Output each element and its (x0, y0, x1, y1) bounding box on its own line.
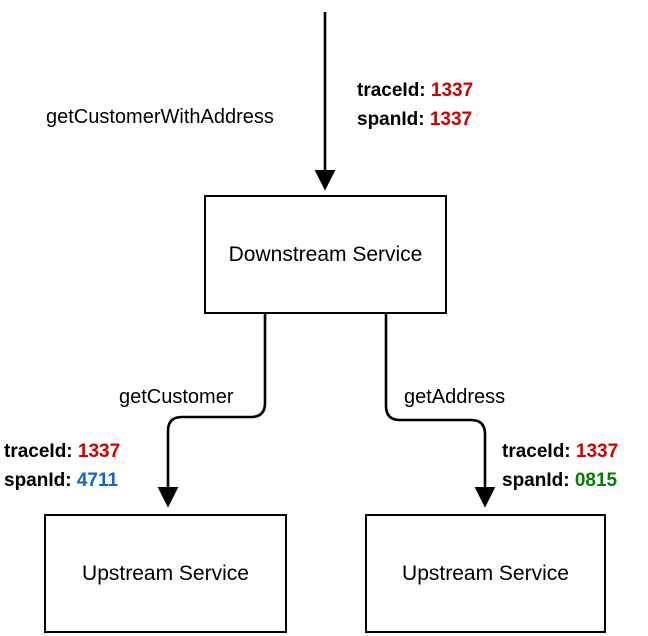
span-tag-left-span-value: 4711 (76, 470, 119, 491)
span-tag-left-trace-line: traceId: 1337 (4, 437, 120, 466)
span-tag-left-trace-key: traceId: (4, 441, 73, 462)
node-upstream-service-left[interactable]: Upstream Service (44, 514, 287, 633)
span-tag-root-trace-value: 1337 (430, 80, 474, 101)
span-tag-left-trace-value: 1337 (77, 441, 121, 462)
span-tag-left: traceId: 1337 spanId: 4711 (4, 437, 121, 495)
span-tag-root-trace-key: traceId: (357, 80, 426, 101)
span-tag-root: traceId: 1337 spanId: 1337 (357, 76, 474, 134)
edge-label-get-customer: getCustomer (117, 386, 236, 409)
span-tag-left-span-key: spanId: (4, 470, 72, 491)
span-tag-root-span-line: spanId: 1337 (357, 105, 473, 134)
span-tag-right-trace-line: traceId: 1337 (502, 437, 618, 466)
span-tag-root-trace-line: traceId: 1337 (357, 76, 473, 105)
node-upstream-service-right-label: Upstream Service (402, 561, 569, 585)
node-downstream-service[interactable]: Downstream Service (204, 195, 447, 314)
edge-get-customer (157, 314, 267, 508)
node-upstream-service-left-label: Upstream Service (82, 561, 249, 585)
node-upstream-service-right[interactable]: Upstream Service (365, 514, 606, 633)
span-tag-right-span-value: 0815 (574, 470, 618, 491)
edge-get-address (384, 314, 496, 508)
span-tag-right-span-line: spanId: 0815 (502, 466, 618, 495)
span-tag-right-trace-value: 1337 (575, 441, 619, 462)
span-tag-root-span-key: spanId: (357, 109, 425, 130)
node-downstream-service-label: Downstream Service (228, 242, 423, 266)
edge-label-get-customer-with-address: getCustomerWithAddress (44, 106, 276, 129)
span-tag-right-trace-key: traceId: (502, 441, 571, 462)
span-tag-right-span-key: spanId: (502, 470, 570, 491)
edge-label-get-address: getAddress (402, 386, 508, 409)
span-tag-left-span-line: spanId: 4711 (4, 466, 120, 495)
span-tag-root-span-value: 1337 (429, 109, 473, 130)
span-tag-right: traceId: 1337 spanId: 0815 (502, 437, 619, 495)
